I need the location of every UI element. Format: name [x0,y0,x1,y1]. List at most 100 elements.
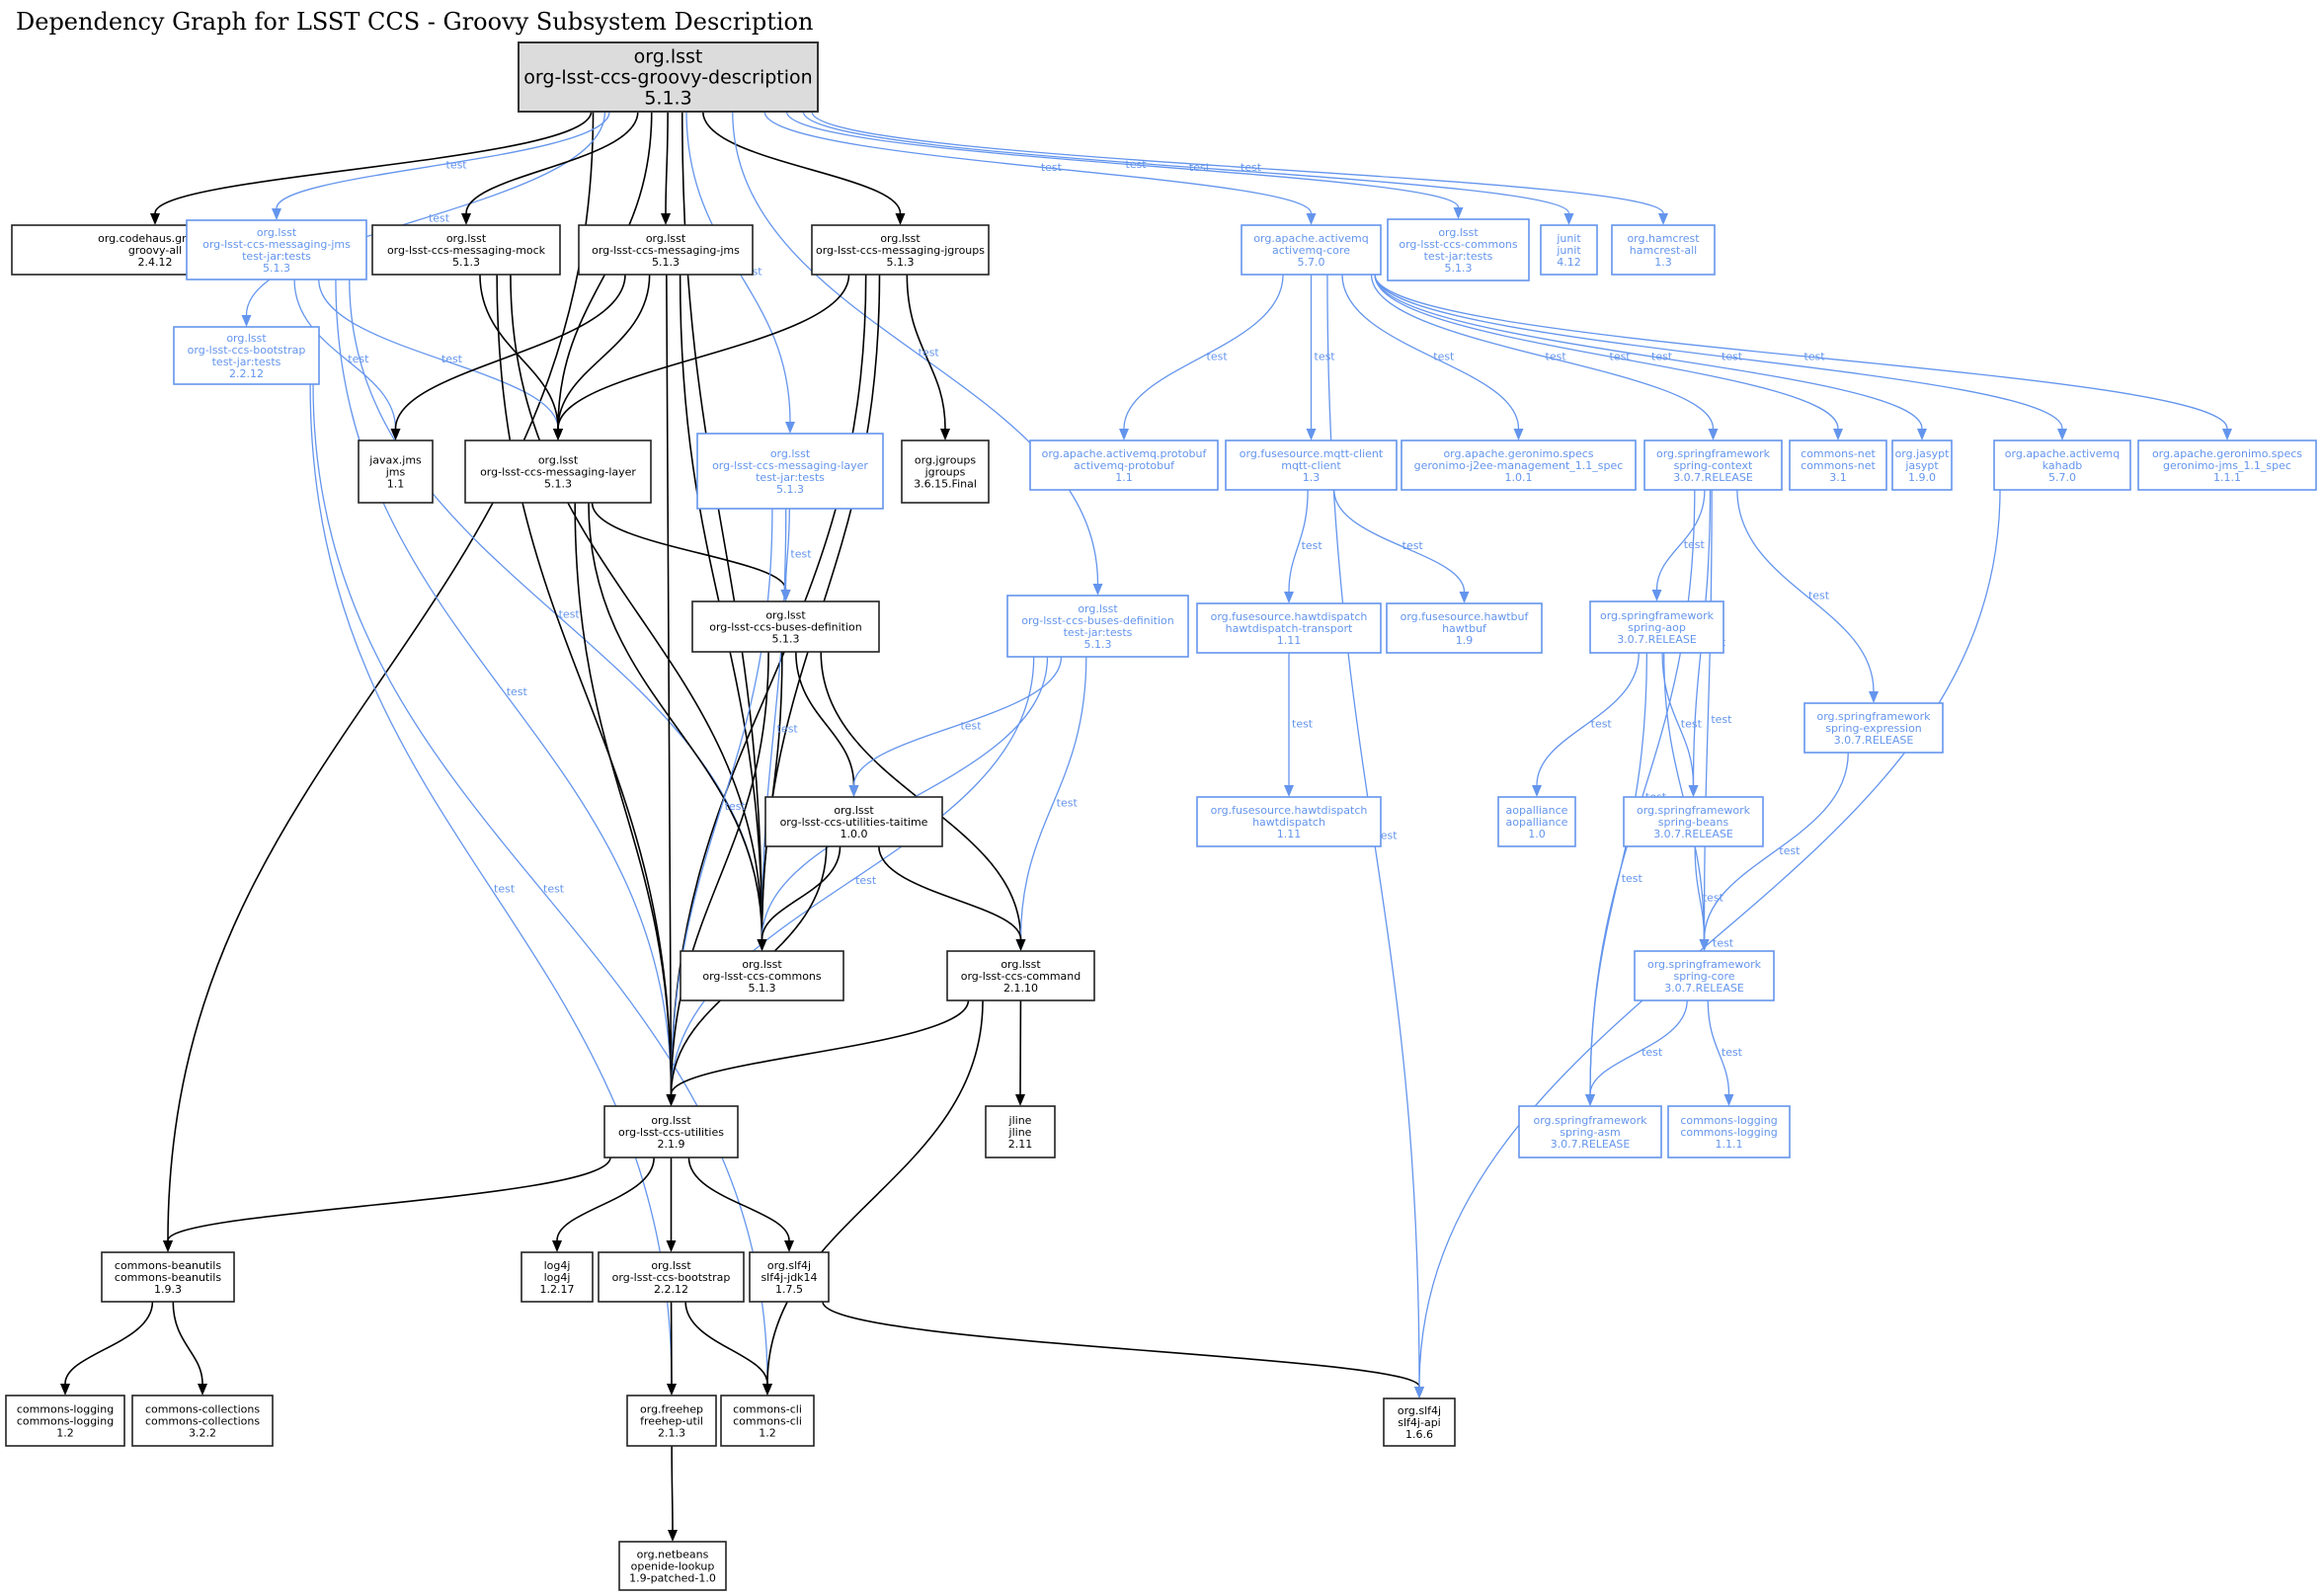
node-msg-layer-tests[interactable]: org.lsstorg-lsst-ccs-messaging-layertest… [696,433,884,510]
node-version: 1.9 [1456,634,1474,647]
node-hawtdispatch-transport[interactable]: org.fusesource.hawtdispatchhawtdispatch-… [1196,602,1382,654]
node-version: 3.1 [1829,471,1847,484]
arrowhead-icon [1869,691,1879,703]
edge-line [761,508,787,940]
edge-line [1589,999,1688,1095]
node-spring-asm[interactable]: org.springframeworkspring-asm3.0.7.RELEA… [1518,1105,1662,1158]
edge-line [1341,274,1520,430]
edge-label-test: test [1376,830,1398,842]
arrowhead-icon [667,1384,677,1396]
node-spring-aop[interactable]: org.springframeworkspring-aop3.0.7.RELEA… [1589,600,1724,654]
arrowhead-icon [272,208,281,220]
node-geronimo-jms[interactable]: org.apache.geronimo.specsgeronimo-jms_1.… [2137,439,2317,491]
edge-line [670,656,1035,1095]
node-buses-def[interactable]: org.lsstorg-lsst-ccs-buses-definition5.1… [691,600,880,653]
node-spring-expression[interactable]: org.springframeworkspring-expression3.0.… [1803,702,1944,754]
node-group: org.apache.activemq.protobuf [1042,447,1208,460]
node-buses-def-tests[interactable]: org.lsstorg-lsst-ccs-buses-definitiontes… [1006,595,1189,658]
node-version: 1.1.1 [1716,1138,1743,1151]
edge-bootstrap-to-freehep-util [667,1301,677,1396]
node-bootstrap-tests[interactable]: org.lsstorg-lsst-ccs-bootstraptest-jar:t… [173,326,320,385]
edge-root-to-msg-mock [461,111,639,225]
edge-command-to-utilities [666,999,970,1106]
edge-msg-jms-to-javax-jms [390,274,626,440]
node-commons-tests[interactable]: org.lsstorg-lsst-ccs-commonstest-jar:tes… [1387,218,1530,281]
edge-line [154,111,593,214]
node-group: commons-collections [145,1402,260,1415]
edge-line [1418,489,2001,1388]
edge-msg-layer-to-commons [588,502,767,951]
edge-label-test: test [1126,158,1148,171]
arrowhead-icon [780,590,791,601]
node-version: 5.1.3 [452,256,480,269]
edge-line [556,1157,655,1241]
arrowhead-icon [1119,429,1129,440]
node-group: org.fusesource.hawtbuf [1401,610,1530,623]
arrowhead-icon [1585,1094,1595,1106]
node-hawtdispatch[interactable]: org.fusesource.hawtdispatchhawtdispatch1… [1196,796,1382,847]
node-msg-layer[interactable]: org.lsstorg-lsst-ccs-messaging-layer5.1.… [464,439,652,504]
node-taitime[interactable]: org.lsstorg-lsst-ccs-utilities-taitime1.… [764,796,943,847]
node-spring-core[interactable]: org.springframeworkspring-core3.0.7.RELE… [1634,950,1775,1001]
edge-root-to-msg-jms [661,111,671,225]
node-group: org.lsst [834,804,874,817]
node-version: 1.1 [387,477,405,490]
node-commons-collections[interactable]: commons-collectionscommons-collections3.… [131,1395,274,1447]
edge-label-test: test [494,883,516,896]
node-version: 3.0.7.RELEASE [1673,471,1753,484]
node-version: 5.1.3 [1084,638,1112,651]
node-msg-jgroups[interactable]: org.lsstorg-lsst-ccs-messaging-jgroups5.… [811,224,990,276]
edge-label-test: test [446,159,468,172]
node-spring-beans[interactable]: org.springframeworkspring-beans3.0.7.REL… [1623,796,1764,847]
edge-command-to-jline [1015,999,1025,1106]
node-artifact: groovy-all [128,244,182,257]
node-artifact: org-lsst-ccs-utilities [618,1126,724,1139]
node-openide-lookup[interactable]: org.netbeansopenide-lookup1.9-patched-1.… [618,1541,727,1591]
node-activemq-protobuf[interactable]: org.apache.activemq.protobufactivemq-pro… [1029,439,1219,491]
arrowhead-icon [1699,939,1710,951]
edge-activemq-core-to-spring-context [1370,274,1719,440]
node-artifact: commons-net [1801,459,1876,472]
node-version: 3.0.7.RELEASE [1617,633,1697,646]
node-msg-jms-tests[interactable]: org.lsstorg-lsst-ccs-messaging-jmstest-j… [186,219,367,280]
node-geronimo-j2ee[interactable]: org.apache.geronimo.specsgeronimo-j2ee-m… [1401,439,1637,491]
edge-spring-aop-to-aopalliance [1532,652,1640,797]
edge-activemq-core-to-geronimo-j2ee [1341,274,1524,440]
edge-label-test: test [1057,797,1079,810]
edge-line [1661,652,1695,786]
node-root[interactable]: org.lsstorg-lsst-ccs-groovy-description5… [518,41,819,113]
node-version: 2.2.12 [654,1283,688,1296]
edge-utilities-to-commons-beanutils [163,1157,611,1252]
node-box [1225,439,1398,491]
node-artifact: slf4j-jdk14 [761,1271,817,1284]
node-spring-context[interactable]: org.springframeworkspring-context3.0.7.R… [1643,439,1783,491]
node-group: org.lsst [538,453,579,466]
node-group: org.lsst [1078,602,1118,615]
